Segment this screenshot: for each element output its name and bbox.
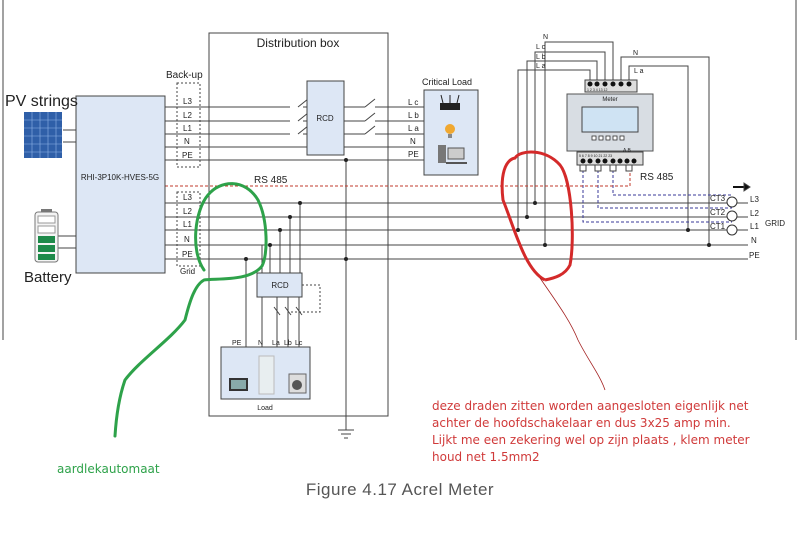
ct3-icon: [726, 196, 738, 208]
washing-machine-icon: [288, 373, 307, 394]
ct3-label: CT3: [710, 194, 726, 203]
critical-pe: PE: [408, 150, 419, 159]
backup-n: N: [184, 137, 190, 146]
meter-wire-lb: L b: [536, 54, 546, 61]
meter-bottom-terminal-numbers: 5 6 7 8 9 10 21 22 23: [579, 154, 612, 158]
battery-icon: [34, 209, 59, 263]
load-rcd-box: [256, 272, 303, 298]
critical-load-label: Critical Load: [422, 77, 472, 87]
load-wire-lb: Lb: [284, 340, 292, 347]
red-annotation: deze draden zitten worden aangesloten ei…: [432, 398, 750, 466]
computer-icon: [438, 145, 467, 164]
line-l2: L2: [750, 209, 759, 218]
meter-top-terminal-numbers: 1 2 3 4 13 12: [587, 88, 607, 92]
inverter-model: RHI-3P10K-HVES-5G: [81, 173, 159, 182]
load-wire-lc: Lc: [295, 340, 303, 347]
backup-l2: L2: [183, 111, 192, 120]
grid-l3: L3: [183, 193, 192, 202]
grid-l1: L1: [183, 220, 192, 229]
grid-l2: L2: [183, 207, 192, 216]
backup-terminal-box: [176, 82, 201, 168]
red-markup-loop: [500, 150, 574, 282]
red-annotation-line: houd net 1.5mm2: [432, 450, 540, 464]
ct2-label: CT2: [710, 208, 726, 217]
critical-lb: L b: [408, 111, 419, 120]
line-l3: L3: [750, 195, 759, 204]
critical-lc: L c: [408, 98, 418, 107]
meter-ab-label: A B: [623, 148, 631, 154]
rcd-box: [306, 80, 345, 156]
load-label: Load: [257, 405, 273, 412]
meter-rs485-label: RS 485: [640, 172, 674, 183]
line-pe: PE: [749, 251, 760, 260]
inverter-box: [75, 95, 166, 274]
rs485-wire: [165, 170, 631, 187]
meter-wire-n: N: [543, 34, 548, 41]
meter-display: [581, 106, 639, 133]
backup-label: Back-up: [166, 70, 203, 81]
meter-wire-lc: L c: [536, 44, 546, 51]
load-wire-pe: PE: [232, 340, 242, 347]
backup-l3: L3: [183, 97, 192, 106]
critical-la: L a: [408, 124, 419, 133]
rcd-label: RCD: [316, 114, 334, 123]
line-l1: L1: [750, 222, 759, 231]
distribution-box: [208, 32, 389, 417]
grid-port-label: Grid: [180, 267, 195, 276]
ct1-label: CT1: [710, 222, 726, 231]
grid-n: N: [184, 235, 190, 244]
distribution-box-label: Distribution box: [257, 36, 340, 50]
ct1-icon: [726, 224, 738, 236]
lightbulb-icon: [445, 124, 455, 138]
tv-icon: [229, 378, 248, 391]
rs485-label: RS 485: [254, 175, 288, 186]
meter-label: Meter: [602, 97, 617, 103]
battery-label: Battery: [24, 269, 72, 286]
backup-pe: PE: [182, 151, 193, 160]
meter-wire-la: L a: [536, 63, 546, 70]
solar-panel-icon: [24, 112, 62, 158]
green-markup-loop: [113, 182, 268, 438]
fridge-icon: [258, 355, 275, 395]
load-wire-n: N: [258, 340, 263, 347]
grid-label: GRID: [765, 219, 785, 228]
grid-pe: PE: [182, 250, 193, 259]
grid-terminal-box: [176, 191, 201, 267]
red-annotation-line: deze draden zitten worden aangesloten ei…: [432, 399, 749, 413]
load-wire-la: La: [272, 340, 280, 347]
load-rcd-label: RCD: [271, 281, 289, 290]
red-annotation-line: achter de hoofdschakelaar en dus 3x25 am…: [432, 416, 731, 430]
figure-caption: Figure 4.17 Acrel Meter: [305, 480, 495, 499]
line-n: N: [751, 236, 757, 245]
critical-n: N: [410, 137, 416, 146]
red-annotation-line: Lijkt me een zekering wel op zijn plaats…: [432, 433, 750, 447]
backup-l1: L1: [183, 124, 192, 133]
meter-wire-n-right: N: [633, 50, 638, 57]
red-markup-pointer: [539, 277, 606, 391]
ct2-icon: [726, 210, 738, 222]
router-icon: [440, 94, 460, 110]
green-annotation: aardlekautomaat: [57, 462, 160, 476]
pv-strings-label: PV strings: [5, 93, 78, 110]
meter-wire-la-right: L a: [634, 68, 644, 75]
